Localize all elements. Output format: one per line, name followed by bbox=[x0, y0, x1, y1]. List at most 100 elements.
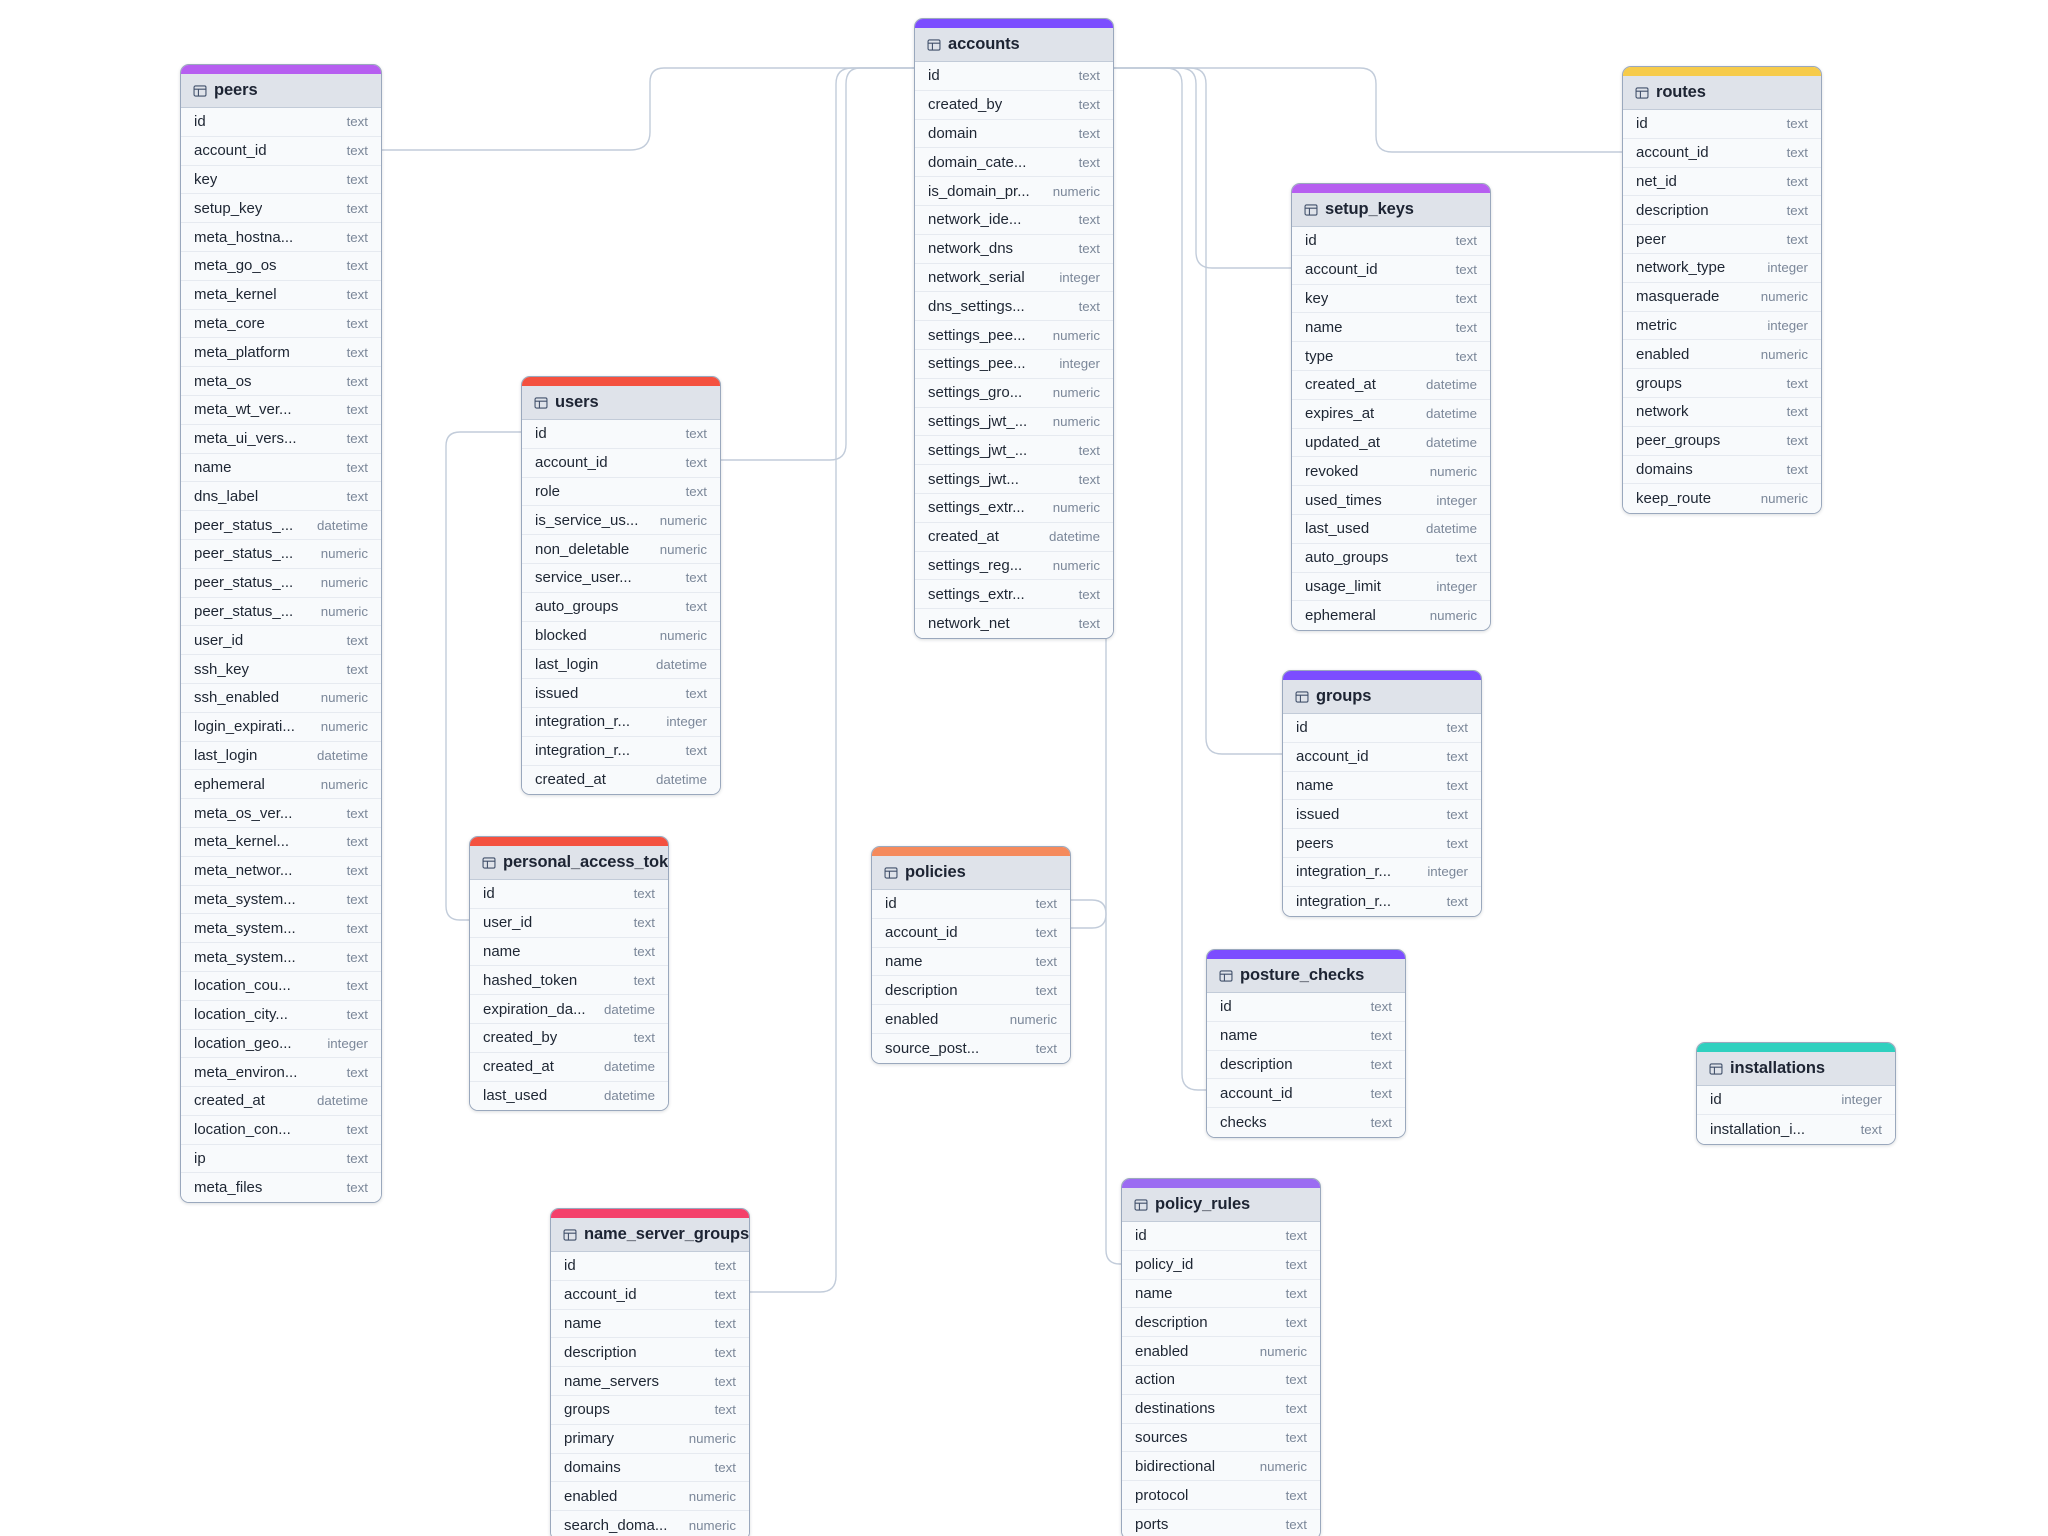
column-row[interactable]: settings_jwt_...numeric bbox=[915, 407, 1113, 437]
table-header[interactable]: peers bbox=[181, 74, 381, 108]
column-row[interactable]: search_doma...numeric bbox=[551, 1511, 749, 1536]
column-row[interactable]: expiration_da...datetime bbox=[470, 995, 668, 1024]
column-row[interactable]: integration_r...integer bbox=[522, 707, 720, 737]
column-row[interactable]: location_geo...integer bbox=[181, 1029, 381, 1059]
table-header[interactable]: setup_keys bbox=[1292, 193, 1490, 227]
column-row[interactable]: integration_r...text bbox=[522, 736, 720, 766]
column-row[interactable]: settings_reg...numeric bbox=[915, 551, 1113, 581]
column-row[interactable]: settings_jwt...text bbox=[915, 465, 1113, 494]
column-row[interactable]: settings_pee...numeric bbox=[915, 321, 1113, 350]
column-row[interactable]: login_expirati...numeric bbox=[181, 712, 381, 742]
column-row[interactable]: meta_system...text bbox=[181, 885, 381, 915]
column-row[interactable]: service_user...text bbox=[522, 563, 720, 593]
table-header[interactable]: accounts bbox=[915, 28, 1113, 62]
column-row[interactable]: is_domain_pr...numeric bbox=[915, 177, 1113, 206]
table-header[interactable]: name_server_groups bbox=[551, 1218, 749, 1252]
table-header[interactable]: policies bbox=[872, 856, 1070, 890]
column-row[interactable]: meta_wt_ver...text bbox=[181, 395, 381, 425]
column-row[interactable]: source_post...text bbox=[872, 1033, 1070, 1063]
column-row[interactable]: meta_environ...text bbox=[181, 1058, 381, 1088]
table-header[interactable]: installations bbox=[1697, 1052, 1895, 1086]
column-row[interactable]: settings_pee...integer bbox=[915, 349, 1113, 379]
column-row[interactable]: meta_networ...text bbox=[181, 856, 381, 886]
table-header[interactable]: personal_access_tokens bbox=[470, 846, 668, 880]
column-row[interactable]: integration_r...integer bbox=[1283, 857, 1481, 887]
column-row[interactable]: location_cou...text bbox=[181, 971, 381, 1001]
table-header[interactable]: policy_rules bbox=[1122, 1188, 1320, 1222]
column-row[interactable]: domain_cate...text bbox=[915, 148, 1113, 178]
